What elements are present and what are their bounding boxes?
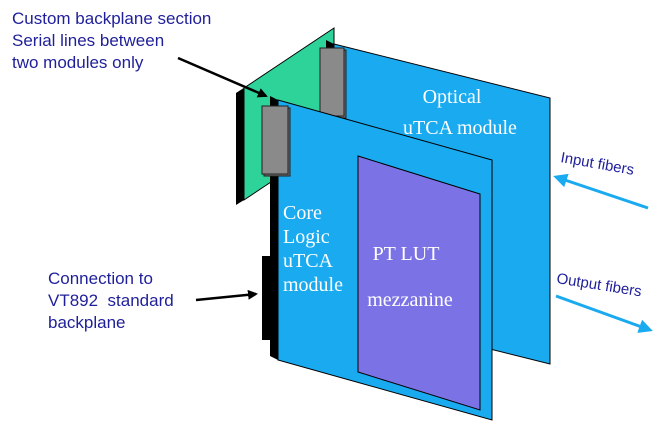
optical-module-label-line1: Optical [423, 86, 482, 108]
core-module-label-line2: Logic [283, 226, 330, 248]
input-fibers-label: Input fibers [559, 149, 635, 179]
output-fibers-label: Output fibers [555, 270, 642, 300]
optical-module-label-line2: uTCA module [403, 117, 517, 139]
standard-backplane-callout: Connection to VT892 standard backplane [48, 268, 174, 334]
core-module-label-line4: module [283, 274, 343, 296]
input-fibers-arrow [553, 173, 649, 210]
core-module-label-line3: uTCA [283, 250, 334, 272]
pt-lut-mezzanine-board [357, 155, 481, 411]
backplane-section-pointer [177, 56, 268, 98]
standard-backplane-callout-line1: Connection to [48, 269, 153, 288]
custom-backplane-top-edge [236, 28, 334, 93]
custom-backplane-edge [236, 88, 244, 205]
core-module-label-line1: Core [283, 202, 322, 224]
backplane-section-callout-line2: Serial lines between [12, 31, 165, 50]
standard-backplane-callout-line2: VT892 standard [48, 291, 174, 310]
mezzanine-label-line1: PT LUT [373, 243, 440, 265]
standard-backplane-connector [262, 256, 278, 340]
backplane-section-callout: Custom backplane section Serial lines be… [12, 8, 211, 74]
backplane-section-callout-line1: Custom backplane section [12, 9, 212, 28]
backplane-section-callout-line3: two modules only [12, 53, 144, 72]
standard-backplane-pointer [195, 289, 258, 302]
standard-backplane-callout-line3: backplane [48, 313, 126, 332]
mezzanine-label-line2: mezzanine [367, 289, 453, 311]
core-connector-face [261, 105, 289, 175]
optical-connector-face [319, 47, 345, 117]
output-fibers-arrow [555, 294, 653, 333]
